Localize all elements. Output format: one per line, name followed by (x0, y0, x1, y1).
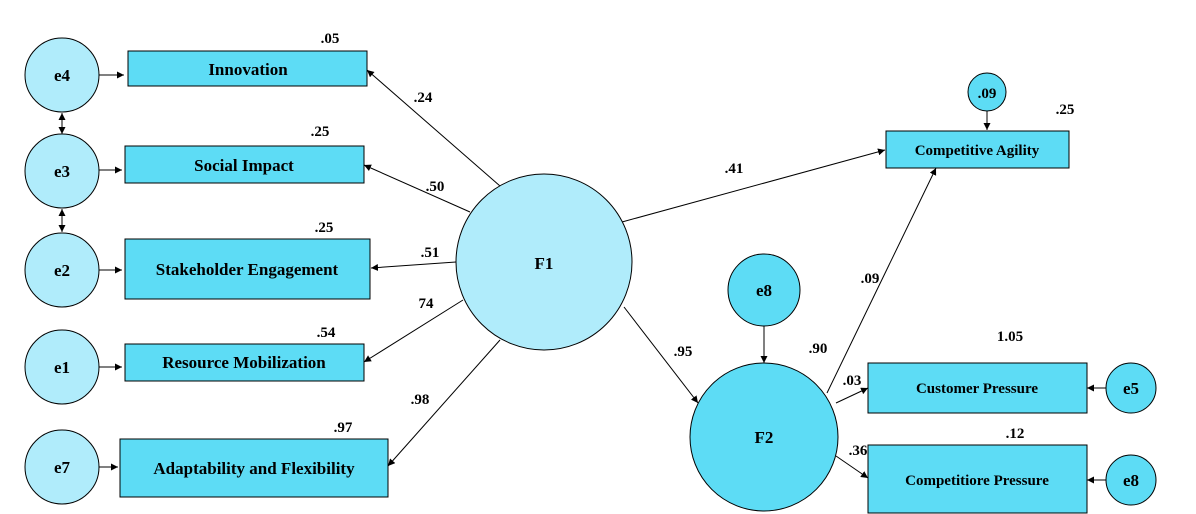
social-impact-box: Social Impact (124, 145, 365, 184)
residual-ca-circle (967, 72, 1007, 112)
loading-f2-competitor-pressure: .36 (849, 443, 868, 459)
e7-label: e7 (54, 458, 71, 477)
loading-f1-f2: .95 (674, 344, 693, 360)
f2-label: F2 (755, 428, 774, 447)
e5-label: e5 (1123, 379, 1139, 398)
error-e7-node: e7 (24, 429, 100, 505)
social-impact-label: Social Impact (194, 156, 294, 175)
f1-label: F1 (535, 254, 554, 273)
competitor-pressure-label: Competitiore Pressure (905, 473, 1049, 489)
e7-circle (24, 429, 100, 505)
e8-top-label: e8 (756, 281, 772, 300)
r2-adaptability: .97 (334, 420, 353, 436)
e8-right-label: e8 (1123, 471, 1139, 490)
f2-to-competitor-pressure-arrow (835, 455, 869, 479)
f1-to-f2-arrow (623, 306, 699, 404)
error-e4-node: e4 (24, 37, 100, 113)
f1-to-stakeholder-arrow (370, 261, 457, 271)
adaptability-label: Adaptability and Flexibility (153, 459, 355, 478)
r2-resource: .54 (317, 325, 336, 341)
customer-pressure-box: Customer Pressure (867, 362, 1088, 414)
r2-competitor-pressure: .12 (1006, 426, 1025, 442)
e8-right-circle (1105, 454, 1157, 506)
competitive-agility-box: Competitive Agility (885, 130, 1070, 169)
r2-competitive-agility: .25 (1056, 102, 1075, 118)
loading-f2-competitive-agility: .09 (861, 271, 880, 287)
competitor-pressure-box: Competitiore Pressure (867, 444, 1088, 514)
loading-f1-competitive-agility: .41 (725, 161, 744, 177)
residual-ca-label: .09 (978, 86, 997, 102)
residual-ca-node: .09 (967, 72, 1007, 112)
loading-labels: .24 .50 .51 74 .98 .41 .95 .09 .03 .36 (411, 90, 880, 459)
paths (58, 69, 1106, 484)
r2-stakeholder: .25 (315, 220, 334, 236)
e1-circle (24, 329, 100, 405)
error-e2-node: e2 (24, 232, 100, 308)
resource-mobilization-box: Resource Mobilization (124, 343, 365, 382)
stakeholder-engagement-box: Stakeholder Engagement (124, 238, 371, 300)
loading-resource: 74 (419, 296, 435, 312)
e2-circle (24, 232, 100, 308)
e4-label: e4 (54, 66, 71, 85)
f1-to-resource-arrow (363, 299, 464, 363)
error-e8-top-node: e8 (727, 253, 801, 327)
error-e8-right-node: e8 (1105, 454, 1157, 506)
stakeholder-engagement-label: Stakeholder Engagement (156, 260, 339, 279)
e5-circle (1105, 362, 1157, 414)
loading-stakeholder: .51 (421, 245, 440, 261)
resource-mobilization-label: Resource Mobilization (162, 353, 326, 372)
f2-to-competitive-agility-arrow (826, 167, 937, 394)
error-e1-node: e1 (24, 329, 100, 405)
loading-social-impact: .50 (426, 179, 445, 195)
f1-to-competitive-agility-arrow (621, 148, 886, 223)
customer-pressure-label: Customer Pressure (916, 381, 1038, 397)
loading-adaptability: .98 (411, 392, 430, 408)
f1-circle (455, 173, 633, 351)
f2-node: F2 (689, 362, 839, 512)
e3-label: e3 (54, 162, 70, 181)
r2-customer-pressure: 1.05 (997, 329, 1023, 345)
e4-circle (24, 37, 100, 113)
competitive-agility-label: Competitive Agility (915, 143, 1040, 159)
loading-innovation: .24 (414, 90, 433, 106)
r2-innovation: .05 (321, 31, 340, 47)
e1-label: e1 (54, 358, 70, 377)
innovation-box: Innovation (127, 50, 368, 87)
f2-to-customer-pressure-arrow (835, 387, 869, 404)
r2-f2: .90 (809, 341, 828, 357)
loading-f2-customer-pressure: .03 (843, 373, 862, 389)
e2-label: e2 (54, 261, 70, 280)
innovation-label: Innovation (208, 60, 288, 79)
r-squared-labels: .05 .25 .25 .54 .97 .25 .90 1.05 .12 (311, 31, 1075, 442)
error-e5-node: e5 (1105, 362, 1157, 414)
r2-social-impact: .25 (311, 124, 330, 140)
f2-circle (689, 362, 839, 512)
e8-top-circle (727, 253, 801, 327)
error-e3-node: e3 (24, 133, 100, 209)
f1-to-adaptability-arrow (387, 339, 501, 467)
e3-circle (24, 133, 100, 209)
f1-to-innovation-arrow (366, 69, 501, 187)
f1-to-social-impact-arrow (363, 164, 471, 213)
f1-node: F1 (455, 173, 633, 351)
adaptability-box: Adaptability and Flexibility (119, 438, 389, 498)
